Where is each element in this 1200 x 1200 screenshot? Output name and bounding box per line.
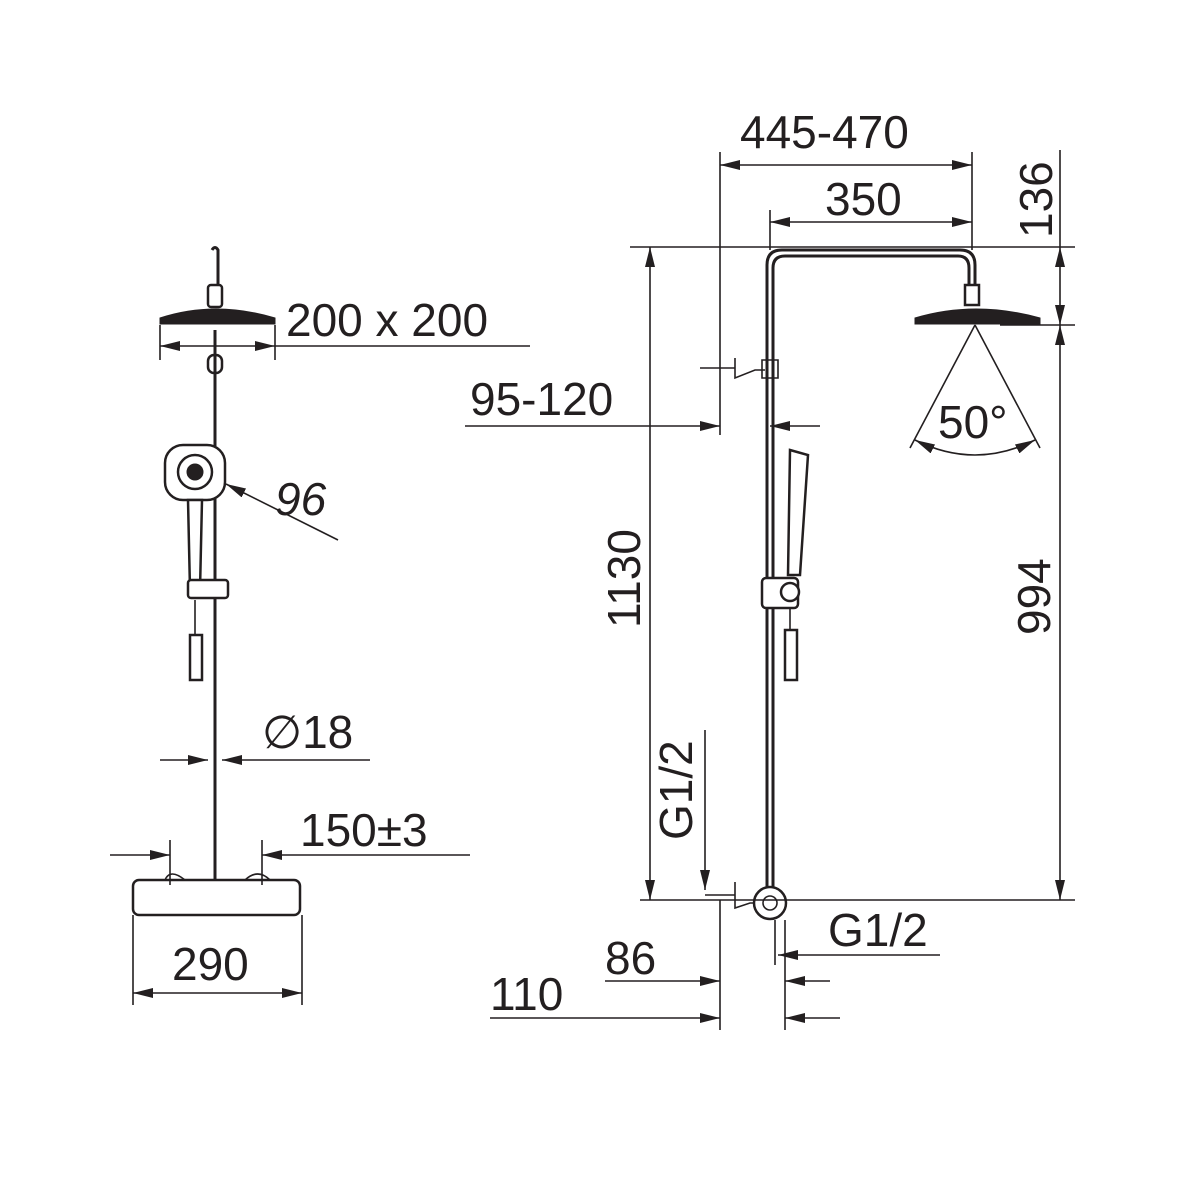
thermostatic-mixer [131, 878, 302, 917]
total-height-label: 1130 [598, 529, 650, 628]
dim-mixer-depth-110: 110 [490, 968, 840, 1023]
dim-head-offset: 136 [1010, 150, 1065, 325]
head-size-label: 200 x 200 [286, 294, 488, 346]
dim-wall-distance: 95-120 [465, 373, 820, 431]
head-offset-label: 136 [1010, 161, 1062, 238]
spray-angle-label: 50° [938, 396, 1008, 448]
dim-spray-angle: 50° [909, 324, 1041, 456]
mixer-width-label: 290 [172, 938, 249, 990]
inlet-thread-label: G1/2 [650, 740, 702, 840]
overall-reach-label: 445-470 [740, 106, 909, 158]
outlet-thread-label: G1/2 [828, 904, 928, 956]
dim-pipe-diameter: ∅18 [160, 706, 370, 765]
connection-centres-label: 150±3 [300, 804, 428, 856]
dim-head-height: 994 [1008, 325, 1065, 900]
dim-total-height: 1130 [598, 247, 655, 900]
dim-connection-centres: 150±3 [110, 804, 470, 885]
mixer-depth-110-label: 110 [490, 968, 563, 1020]
pipe-diameter-label: ∅18 [262, 706, 353, 758]
arm-length-label: 350 [825, 173, 902, 225]
dim-mixer-width: 290 [132, 915, 303, 1005]
dim-inlet-thread: G1/2 [650, 730, 710, 890]
dim-overall-reach: 445-470 [719, 106, 973, 435]
hand-shower-label: 96 [275, 473, 327, 525]
side-view [700, 248, 1041, 965]
head-height-label: 994 [1008, 558, 1060, 635]
front-view [131, 246, 302, 917]
wall-distance-label: 95-120 [470, 373, 613, 425]
mixer-depth-86-label: 86 [605, 932, 656, 984]
dim-hand-shower: 96 [225, 473, 339, 541]
dim-head-size: 200 x 200 [159, 294, 530, 360]
dim-outlet-thread: G1/2 [778, 904, 940, 960]
dim-mixer-depth-86: 86 [605, 900, 830, 1030]
dim-arm-length: 350 [769, 173, 972, 250]
